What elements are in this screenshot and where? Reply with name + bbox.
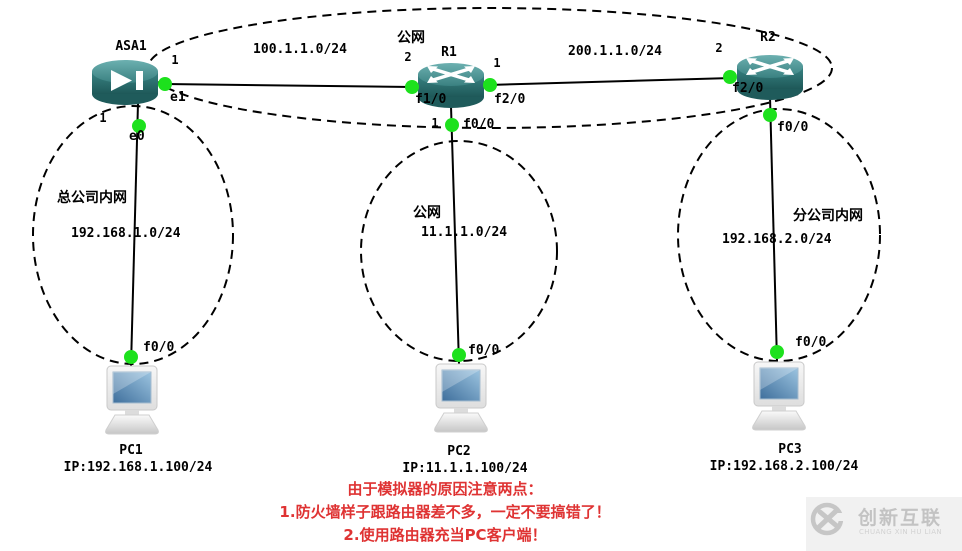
port-label-pc1-f0-0: f0/0	[143, 340, 175, 355]
port-dot-r2-f0-0	[763, 108, 777, 122]
port-label-r2-f0-0: f0/0	[777, 120, 809, 135]
zone-label-branch: 分公司内网	[793, 208, 863, 224]
port-number-asa1-e1: 1	[171, 53, 179, 67]
port-dot-asa1-e1	[158, 77, 172, 91]
zone-subnet-public: 11.1.1.0/24	[421, 225, 508, 240]
port-dot-asa1-e0	[132, 119, 146, 133]
port-label-r1-f2-0: f2/0	[494, 92, 526, 107]
zone-label-wan: 公网	[397, 30, 425, 46]
port-dot-r2-f2-0	[723, 70, 737, 84]
device-label-r2: R2	[760, 30, 776, 45]
subnet-label-asa1-r1: 100.1.1.0/24	[253, 42, 347, 57]
zone-subnet-hq: 192.168.1.0/24	[71, 226, 181, 241]
link-r2-pc3	[769, 96, 778, 363]
watermark-logo-icon	[810, 502, 848, 536]
port-label-asa1-e0: e0	[129, 129, 145, 144]
asa1-firewall-icon[interactable]	[92, 60, 158, 105]
zone-ellipse-branch	[677, 108, 881, 362]
warning-note-item2: 2.使用路由器充当PC客户端！	[343, 526, 547, 544]
pc1-computer-icon[interactable]	[105, 365, 159, 435]
port-label-pc2-f0-0: f0/0	[468, 343, 500, 358]
link-asa1-pc1	[130, 102, 139, 367]
device-label-pc3: PC3	[778, 442, 802, 457]
warning-note-title: 由于模拟器的原因注意两点：	[347, 480, 543, 498]
port-number-r1-f1-0: 2	[404, 50, 412, 64]
pc2-computer-icon[interactable]	[434, 363, 488, 433]
zone-subnet-branch: 192.168.2.0/24	[722, 232, 832, 247]
zone-label-hq: 总公司内网	[57, 190, 127, 206]
link-r1-r2	[487, 77, 733, 86]
zone-label-public: 公网	[413, 205, 441, 221]
port-label-r1-f1-0: f1/0	[415, 92, 447, 107]
port-label-r2-f2-0: f2/0	[732, 81, 764, 96]
watermark-subtitle: CHUANG XIN HU LIAN	[859, 528, 943, 536]
port-dot-pc1-f0-0	[124, 350, 138, 364]
port-dot-r1-f1-0	[405, 80, 419, 94]
device-label-pc1: PC1	[119, 443, 143, 458]
zone-ellipse-hq	[32, 105, 234, 365]
port-dot-pc2-f0-0	[452, 348, 466, 362]
port-number-r1-f2-0: 1	[493, 56, 501, 70]
watermark: 创新互联 CHUANG XIN HU LIAN	[806, 497, 962, 551]
subnet-label-r1-r2: 200.1.1.0/24	[568, 44, 662, 59]
port-number-r2-f2-0: 2	[715, 41, 723, 55]
port-dot-pc3-f0-0	[770, 345, 784, 359]
device-label-pc2: PC2	[447, 444, 471, 459]
port-number-r1-f0-0: 1	[431, 116, 439, 130]
ip-label-pc2: IP:11.1.1.100/24	[402, 461, 528, 476]
port-dot-r1-f2-0	[483, 78, 497, 92]
link-r1-pc2	[450, 105, 460, 365]
port-number-asa1-e0: 1	[99, 111, 107, 125]
port-dot-r1-f0-0	[445, 118, 459, 132]
device-label-asa1: ASA1	[115, 39, 147, 54]
port-label-pc3-f0-0: f0/0	[795, 335, 827, 350]
warning-note-item1: 1.防火墙样子跟路由器差不多，一定不要搞错了！	[279, 503, 611, 521]
zone-ellipse-public	[360, 140, 558, 362]
warning-notes: 由于模拟器的原因注意两点： 1.防火墙样子跟路由器差不多，一定不要搞错了！ 2.…	[279, 478, 610, 547]
link-asa1-r1	[164, 83, 413, 88]
port-label-r1-f0-0: f0/0	[463, 117, 495, 132]
ip-label-pc3: IP:192.168.2.100/24	[709, 459, 859, 474]
watermark-brand: 创新互联	[858, 507, 943, 529]
port-label-asa1-e1: e1	[170, 90, 186, 105]
ip-label-pc1: IP:192.168.1.100/24	[63, 460, 213, 475]
pc3-computer-icon[interactable]	[752, 361, 806, 431]
device-label-r1: R1	[441, 45, 457, 60]
zone-ellipse-wan	[147, 7, 833, 129]
